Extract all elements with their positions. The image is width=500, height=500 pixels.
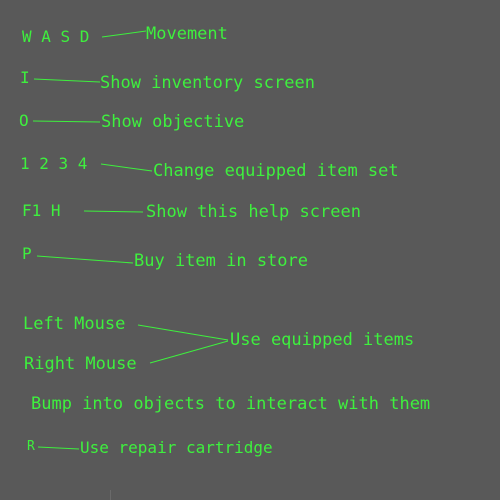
desc-store: Buy item in store [134,251,308,271]
key-p: P [22,244,32,263]
connector-right-mouse [149,340,229,364]
key-right-mouse: Right Mouse [24,354,137,374]
connector-left-mouse [137,324,229,341]
key-wasd: W A S D [22,27,90,46]
interact-note: Bump into objects to interact with them [31,394,431,414]
key-r: R [27,439,35,454]
key-o: O [19,111,29,130]
bottom-tick-mark [110,490,111,500]
connector-inventory [33,78,101,83]
desc-objective: Show objective [101,112,245,132]
key-left-mouse: Left Mouse [23,314,126,334]
key-i: I [20,68,30,87]
connector-item-set [100,163,153,172]
desc-item-set: Change equipped item set [153,161,399,181]
desc-movement: Movement [146,24,228,44]
connector-store [36,255,134,264]
desc-repair: Use repair cartridge [80,438,273,457]
connector-help [83,210,144,213]
key-1234: 1 2 3 4 [20,154,88,173]
connector-movement [101,30,147,38]
connector-repair [37,446,80,450]
desc-help: Show this help screen [146,202,361,222]
desc-use-equipped: Use equipped items [230,330,415,350]
key-f1-h: F1 H [22,201,61,220]
desc-inventory: Show inventory screen [100,73,315,93]
connector-objective [32,120,101,123]
